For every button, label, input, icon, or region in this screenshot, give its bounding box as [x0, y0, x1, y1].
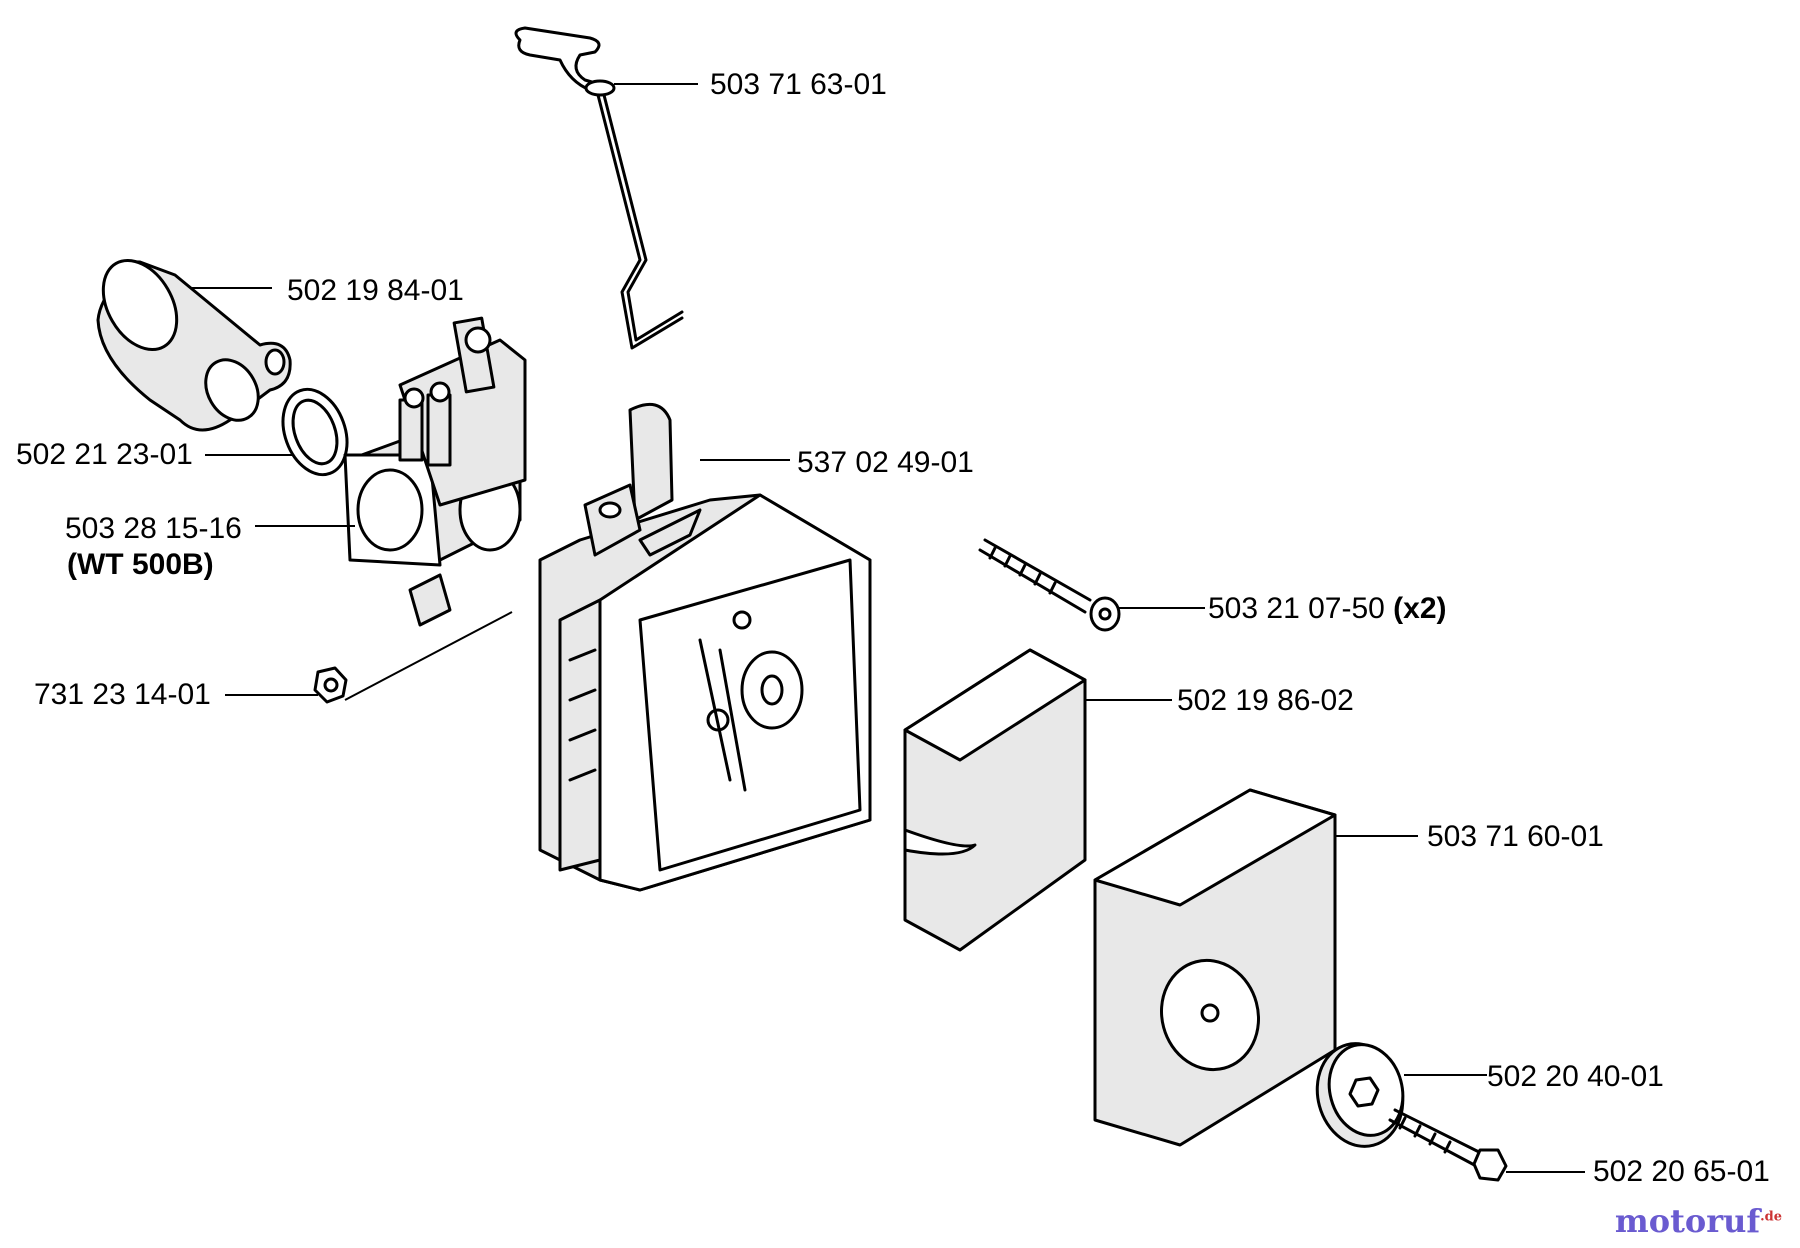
intake-elbow-part [96, 258, 292, 432]
screw-part [978, 538, 1121, 632]
part-label-o-ring: 502 21 23-01 [16, 438, 193, 471]
filter-cover-part [1093, 788, 1337, 1147]
part-label-knob: 502 20 40-01 [1487, 1060, 1664, 1093]
part-label-screw: 503 21 07-50 (x2) [1208, 592, 1447, 626]
air-filter-holder-part [538, 402, 872, 892]
carburetor-note-text: (WT 500B) [67, 548, 214, 581]
part-label-intake-elbow: 502 19 84-01 [287, 274, 464, 307]
watermark-logo[interactable]: motoruf.de [1615, 1202, 1782, 1240]
nut-part [313, 666, 348, 704]
o-ring-part [281, 387, 349, 477]
watermark-suffix: .de [1760, 1209, 1782, 1225]
screw-part-no: 503 21 07-50 [1208, 592, 1385, 625]
leader-lines [192, 83, 1585, 1173]
part-label-filter-element: 502 19 86-02 [1177, 684, 1354, 717]
dipstick-part [514, 26, 684, 350]
part-label-cover-bolt: 502 20 65-01 [1593, 1155, 1770, 1188]
part-label-carburetor-note: (WT 500B) [67, 548, 214, 582]
part-label-nut: 731 23 14-01 [34, 678, 211, 711]
knob-part [1315, 1042, 1405, 1148]
screw-qty: (x2) [1393, 592, 1447, 625]
part-label-carburetor: 503 28 15-16 [65, 512, 242, 545]
watermark-text: motoruf [1614, 1202, 1761, 1240]
cover-bolt-part [1388, 1108, 1508, 1182]
part-label-filter-cover: 503 71 60-01 [1427, 820, 1604, 853]
filter-element-part [903, 648, 1087, 952]
carburetor-part [343, 316, 527, 627]
part-label-air-filter-holder: 537 02 49-01 [797, 446, 974, 479]
part-label-dipstick: 503 71 63-01 [710, 68, 887, 101]
